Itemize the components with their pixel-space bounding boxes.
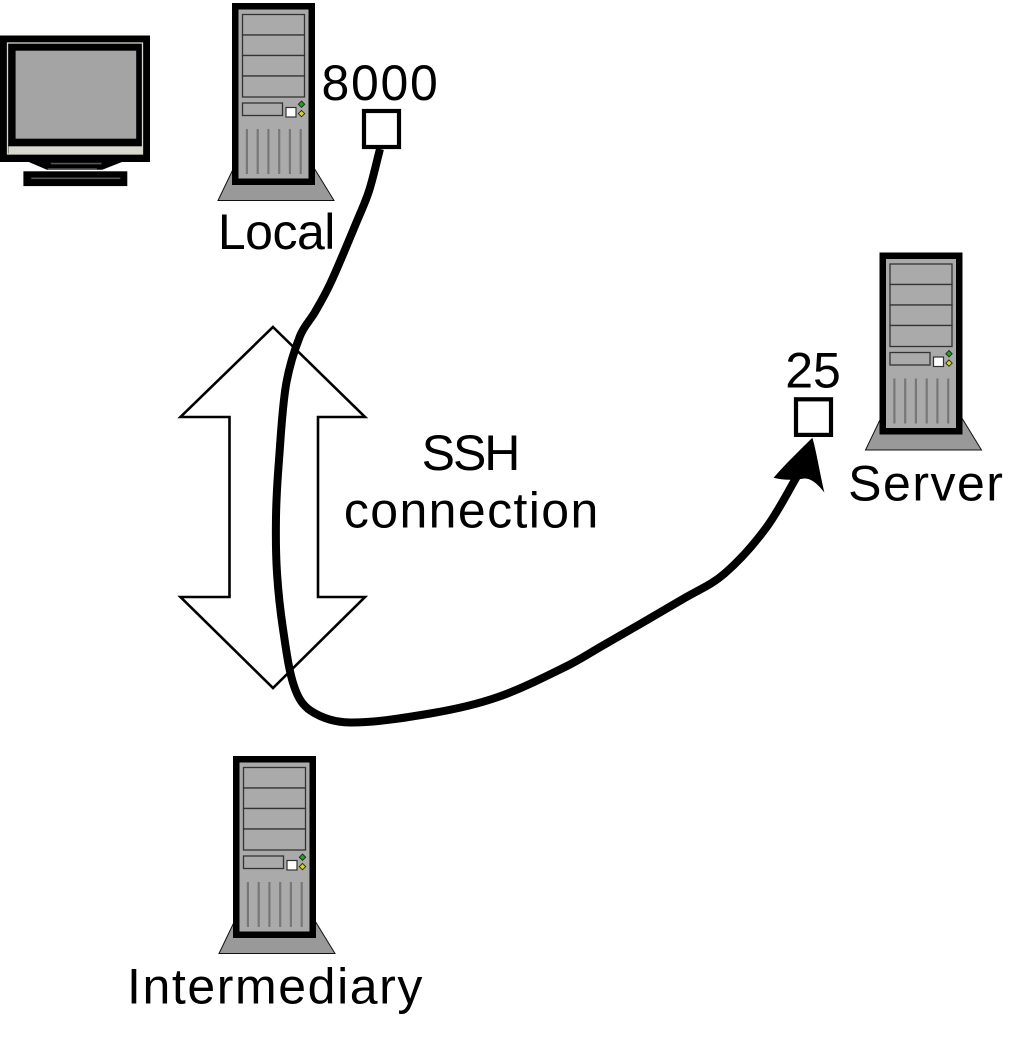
svg-text:25: 25 <box>785 343 841 399</box>
svg-text:connection: connection <box>344 483 600 539</box>
svg-text:Server: Server <box>848 455 1004 511</box>
svg-text:8000: 8000 <box>321 55 439 111</box>
svg-text:Local: Local <box>218 204 335 260</box>
svg-text:Intermediary: Intermediary <box>127 958 424 1014</box>
svg-text:SSH: SSH <box>422 425 519 481</box>
